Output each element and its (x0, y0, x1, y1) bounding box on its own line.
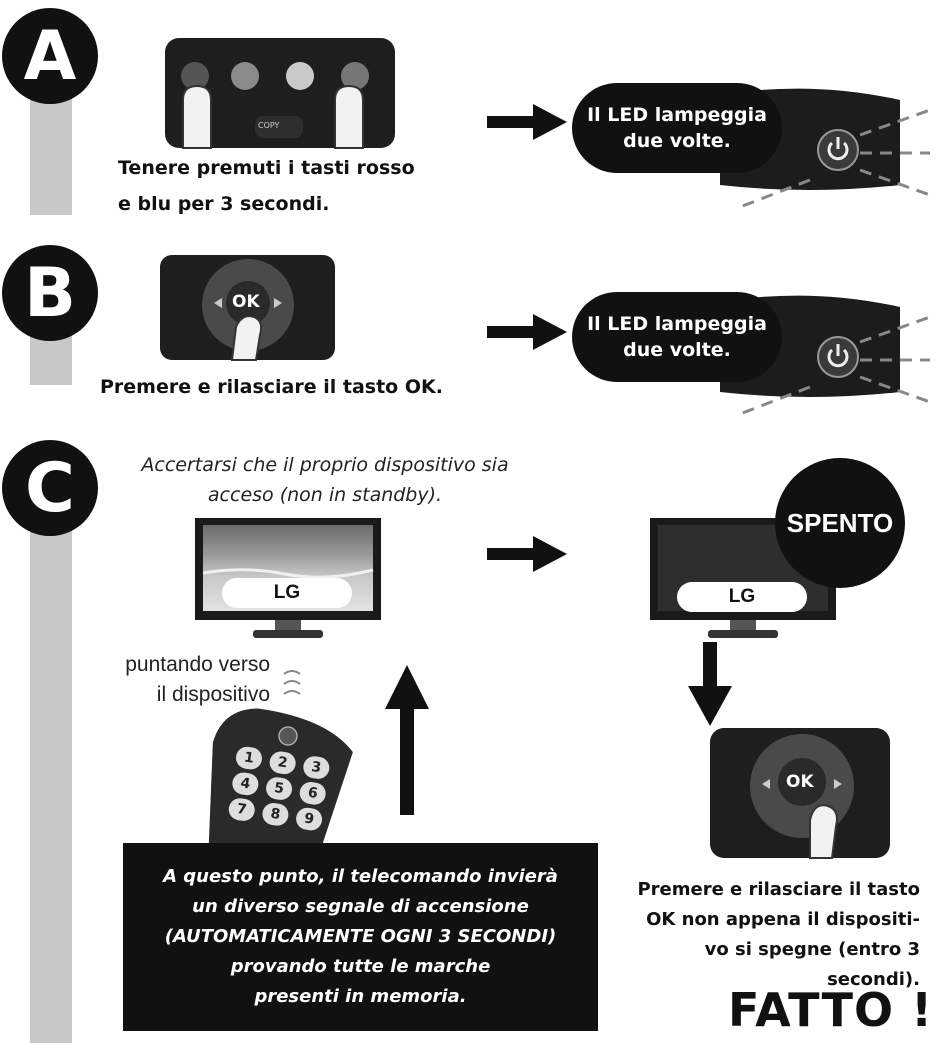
final-instruction-line: vo si spegne (entro 3 (704, 939, 920, 960)
keypad-key: 2 (268, 750, 298, 776)
info-box-line: un diverso segnale di accensione (192, 896, 529, 917)
final-instruction-line: Premere e rilasciare il tasto (637, 879, 920, 900)
step-a-badge: A (2, 8, 98, 104)
info-box-line: (AUTOMATICAMENTE OGNI 3 SECONDI) (164, 926, 557, 947)
off-badge: SPENTO (775, 458, 905, 588)
keypad-key: 9 (294, 806, 324, 832)
tv-brand-label-left: LG (222, 578, 352, 608)
keypad-key: 4 (230, 771, 260, 797)
signal-waves-icon (283, 670, 301, 695)
remote-ok-button-illustration (160, 255, 335, 361)
off-label: SPENTO (786, 507, 894, 538)
step-a-caption-line1: Tenere premuti i tasti rosso (118, 157, 415, 179)
step-b-bubble-line1: Il LED lampeggia (587, 313, 767, 335)
arrow-right-icon (487, 536, 567, 572)
final-instruction-line: OK non appena il dispositi- (646, 909, 920, 930)
step-b-ok-label: OK (232, 292, 260, 312)
step-a-caption-line2: e blu per 3 secondi. (118, 193, 330, 215)
pointing-line2: il dispositivo (156, 683, 270, 706)
keypad-key: 3 (301, 754, 331, 781)
step-c-badge: C (2, 440, 98, 536)
step-b-letter: B (24, 253, 76, 333)
keypad-key: 6 (298, 780, 328, 807)
remote-ok-button-illustration (710, 728, 890, 859)
step-b-led-bubble: Il LED lampeggia due volte. (572, 292, 782, 382)
pointing-line1: puntando verso (125, 653, 270, 676)
done-label: FATTO ! (728, 983, 934, 1037)
step-c-ok-label: OK (786, 772, 814, 792)
auto-search-info-box: A questo punto, il telecomando invierà u… (123, 843, 598, 1031)
keypad-key: 1 (234, 745, 264, 771)
step-c-bar (30, 500, 72, 1043)
step-a-bubble-line1: Il LED lampeggia (587, 104, 767, 126)
keypad-key: 8 (261, 801, 290, 828)
info-box-line: presenti in memoria. (254, 986, 467, 1007)
step-b-caption: Premere e rilasciare il tasto OK. (100, 376, 443, 398)
remote-color-buttons-illustration (165, 38, 395, 149)
step-c-note-line1: Accertarsi che il proprio dispositivo si… (141, 454, 509, 476)
final-instruction: Premere e rilasciare il tasto OK non app… (600, 875, 920, 995)
arrow-up-icon (385, 665, 429, 815)
step-b-bubble-line2: due volte. (623, 339, 731, 361)
step-b-badge: B (2, 245, 98, 341)
step-a-caption: Tenere premuti i tasti rosso e blu per 3… (118, 150, 458, 222)
remote-keypad: 1 2 3 4 5 6 7 8 9 (227, 745, 336, 832)
remote-copy-label: COPY (258, 121, 280, 130)
keypad-key: 7 (227, 796, 257, 823)
step-a-led-bubble: Il LED lampeggia due volte. (572, 83, 782, 173)
arrow-right-icon (487, 314, 567, 350)
step-c-note-line2: acceso (non in standby). (207, 484, 443, 506)
step-a-letter: A (23, 16, 77, 96)
arrow-down-icon (688, 642, 732, 726)
tv-brand-label-right: LG (677, 582, 807, 612)
info-box-line: A questo punto, il telecomando invierà (163, 866, 558, 887)
final-instruction-line: secondi). (827, 969, 920, 990)
pointing-note: puntando verso il dispositivo (40, 650, 270, 710)
info-box-line: provando tutte le marche (230, 956, 491, 977)
arrow-right-icon (487, 104, 567, 140)
step-a-bubble-line2: due volte. (623, 130, 731, 152)
step-c-letter: C (25, 448, 75, 528)
keypad-key: 5 (264, 775, 294, 802)
step-c-note: Accertarsi che il proprio dispositivo si… (130, 450, 520, 510)
